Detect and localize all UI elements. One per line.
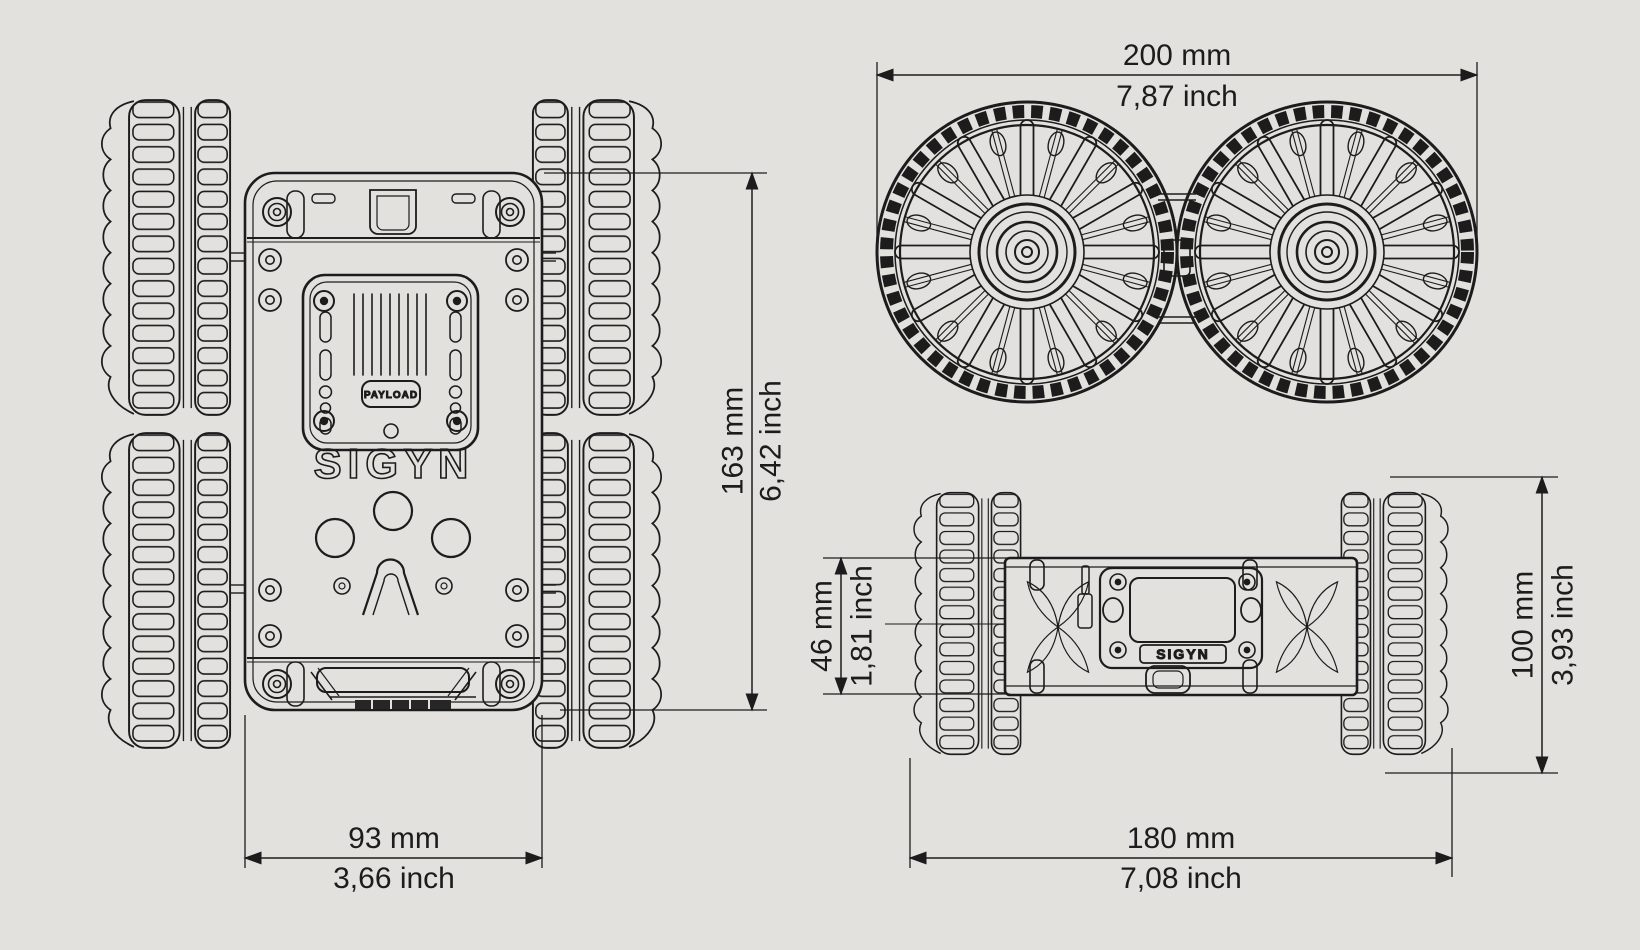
side-view-body: SIGYN (1003, 556, 1359, 697)
antenna (1077, 565, 1093, 629)
dim-body-width-mm: 93 mm (348, 822, 440, 855)
front-view (877, 102, 1477, 402)
front-bumper (247, 189, 540, 243)
payload-badge-label: PAYLOAD (364, 390, 418, 401)
front-view-wheel-left (877, 102, 1177, 402)
front-view-wheel-right (1177, 102, 1477, 402)
dim-body-height-inch: 1,81 inch (846, 565, 879, 687)
side-view: SIGYN (885, 491, 1449, 756)
dim-body-width-inch: 3,66 inch (333, 862, 455, 895)
rear-bumper (247, 657, 540, 709)
deck-handle (333, 558, 453, 616)
dim-overall-width-mm: 200 mm (1123, 39, 1231, 72)
dim-body-length-inch: 6,42 inch (755, 380, 788, 502)
dim-overall-width: 200 mm 7,87 inch (875, 39, 1479, 248)
dim-wheel-diameter: 100 mm 3,93 inch (1385, 475, 1580, 775)
dim-body-width: 93 mm 3,66 inch (243, 715, 544, 895)
top-view-wheel-front-left (100, 99, 232, 416)
plate-slots (318, 311, 463, 435)
dim-body-height: 46 mm 1,81 inch (806, 556, 1010, 696)
side-panel: SIGYN (1098, 566, 1264, 670)
dim-wheel-diameter-inch: 3,93 inch (1547, 564, 1580, 686)
deck-holes (314, 490, 472, 559)
top-view-wheel-rear-left (100, 432, 232, 749)
side-badge (1139, 644, 1227, 664)
dimensions: 163 mm 6,42 inch 93 mm 3,66 inch 200 mm … (243, 39, 1580, 895)
dim-overall-width-inch: 7,87 inch (1116, 80, 1238, 113)
body-tabs (1029, 559, 1258, 694)
dim-body-length-mm: 163 mm (717, 387, 750, 495)
top-view-wheel-front-right (531, 99, 663, 416)
rear-connector-strip (355, 700, 451, 709)
dim-overall-length-mm: 180 mm (1127, 822, 1235, 855)
top-view-logo: SIGYN (314, 440, 475, 487)
top-view-body: PAYLOAD SIGYN (243, 171, 544, 712)
payload-badge (361, 380, 421, 408)
cooling-ribs (353, 293, 427, 376)
dim-wheel-diameter-mm: 100 mm (1507, 571, 1540, 679)
dim-overall-length-inch: 7,08 inch (1120, 862, 1242, 895)
top-view: PAYLOAD SIGYN (100, 99, 663, 749)
dim-overall-length: 180 mm 7,08 inch (908, 748, 1454, 895)
side-badge-label: SIGYN (1156, 646, 1210, 662)
dim-body-height-mm: 46 mm (806, 580, 839, 672)
dim-body-length: 163 mm 6,42 inch (544, 171, 788, 712)
payload-plate: PAYLOAD (301, 273, 480, 452)
top-view-wheel-rear-right (531, 432, 663, 749)
